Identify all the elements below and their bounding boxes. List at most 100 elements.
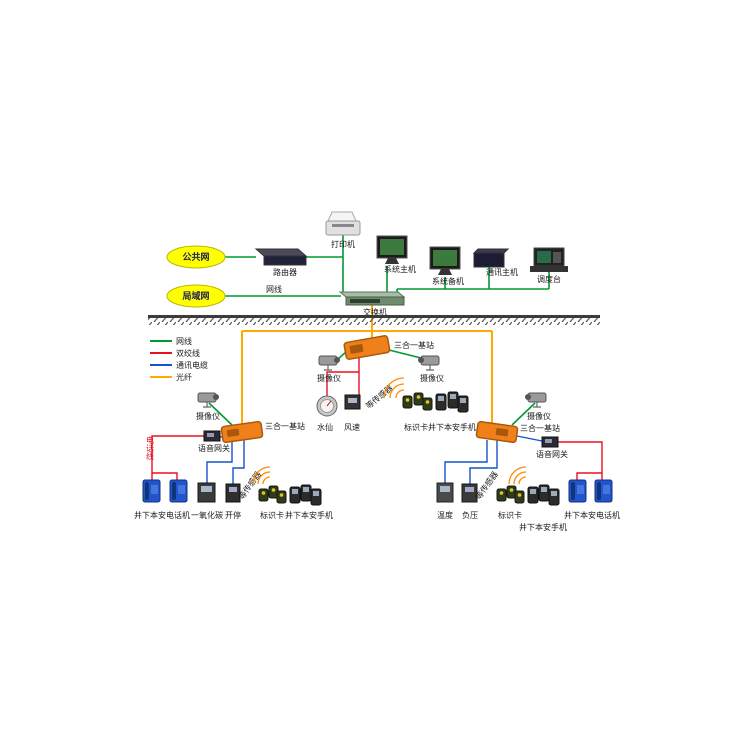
handset-screen [303, 487, 309, 492]
right-handsets [527, 484, 560, 506]
right-base-label: 三合一基站 [520, 423, 560, 433]
temperature-label: 温度 [437, 510, 453, 520]
signal-arc [518, 476, 527, 485]
left-telephone-label: 井下本安电话机 [134, 510, 190, 520]
sensor-body [436, 482, 454, 503]
left-voice-gateway [203, 430, 221, 442]
handset-screen [438, 396, 444, 401]
system-host [376, 235, 408, 264]
dispatch-base [530, 266, 568, 272]
signal-arc [262, 476, 271, 485]
right-telephone-label: 井下本安电话机 [564, 510, 620, 520]
fiber-backbone [241, 305, 493, 424]
right-camera-label: 摄像仪 [527, 411, 551, 421]
dispatch-console [530, 247, 568, 272]
id-card-dot [425, 400, 430, 404]
left-link-co [206, 440, 233, 483]
left-card-label: 标识卡 [260, 510, 284, 520]
printer [325, 211, 361, 236]
router-front [263, 255, 307, 266]
ground-hatch [148, 318, 600, 325]
onoff-sensor [225, 483, 241, 503]
system-backup-picture [433, 250, 457, 266]
system-backup-stand [438, 269, 452, 275]
dispatch-panel [553, 252, 561, 263]
legend-comm-label: 通讯电缆 [176, 360, 208, 370]
signal-arc [383, 377, 405, 399]
legend-twisted-label: 双绞线 [176, 348, 200, 358]
camera-mount [533, 402, 541, 408]
right-camera [525, 392, 547, 408]
signal-arc [508, 466, 527, 485]
signal-arc [513, 471, 527, 485]
right-wireless-icon [508, 466, 527, 485]
system-backup-label: 系统备机 [432, 276, 464, 286]
handset-screen [292, 489, 298, 494]
telephone-keypad [178, 485, 185, 494]
onoff-label: 开停 [225, 510, 241, 520]
left-base-label: 三合一基站 [265, 421, 305, 431]
sensor-screen [440, 486, 450, 492]
right-link-gateway [516, 435, 543, 442]
phone-line-label: 电话线 [146, 435, 155, 460]
sensor-body [225, 483, 241, 503]
camera-lens [525, 394, 531, 400]
telephone-keypad [577, 485, 584, 494]
router [254, 248, 308, 266]
left-gateway-label: 语音网关 [198, 443, 230, 453]
right-card-label: 标识卡 [498, 510, 522, 520]
id-card-dot [416, 395, 421, 399]
handset-screen [313, 491, 319, 496]
center-link-camera-right [388, 349, 422, 359]
telephone-handset [145, 482, 149, 500]
center-camera-left [318, 355, 340, 371]
printer-label: 打印机 [331, 239, 355, 249]
left-link-onoff [232, 440, 245, 484]
camera-lens [418, 357, 424, 363]
center-handsets [435, 391, 469, 413]
printer-slot [332, 224, 354, 227]
legend: 网线 双绞线 通讯电缆 光纤 [150, 336, 208, 382]
right-base-panel [495, 428, 509, 437]
center-base-panel [349, 343, 364, 354]
center-wireless-icon [383, 377, 405, 399]
signal-arc [257, 471, 271, 485]
center-camera-right [418, 355, 440, 371]
right-link-temp [444, 440, 488, 483]
center-cluster: 三合一基站 摄像仪 摄像仪 水仙 风速 等传感器 [316, 335, 476, 432]
printer-body [325, 220, 361, 236]
id-card-dot [405, 398, 410, 402]
right-telephones [568, 479, 613, 503]
right-voice-gateway [541, 436, 559, 448]
right-cluster: 摄像仪 三合一基站 语音网关 井下本安电话机 温度 负 [436, 392, 620, 532]
public-net-label: 公共网 [182, 251, 209, 262]
router-top [254, 248, 308, 257]
co-sensor [197, 482, 216, 503]
sensor-screen [201, 486, 212, 492]
sensor-body [197, 482, 216, 503]
left-base-body [220, 420, 264, 444]
left-telephones [142, 479, 188, 503]
id-card-dot [271, 488, 276, 492]
sensor-screen [465, 487, 474, 492]
left-handsets [289, 484, 322, 506]
center-base-station [343, 335, 391, 360]
left-camera-label: 摄像仪 [196, 411, 220, 421]
left-id-cards [258, 485, 287, 504]
id-card [276, 490, 287, 504]
dispatch-label: 调度台 [537, 274, 561, 284]
left-handset-label: 井下本安手机 [285, 510, 333, 520]
network-switch [338, 291, 406, 306]
right-handset-label: 井下本安手机 [519, 522, 567, 532]
id-card-dot [279, 493, 284, 497]
system-host-picture [380, 239, 404, 255]
center-id-cards [402, 392, 433, 411]
switch-label: 交换机 [363, 307, 387, 317]
handset-screen [530, 489, 536, 494]
id-card [514, 490, 525, 504]
system-backup [429, 246, 461, 275]
left-camera [197, 392, 219, 408]
camera-lens [213, 394, 219, 400]
gateway-screen [207, 433, 214, 437]
